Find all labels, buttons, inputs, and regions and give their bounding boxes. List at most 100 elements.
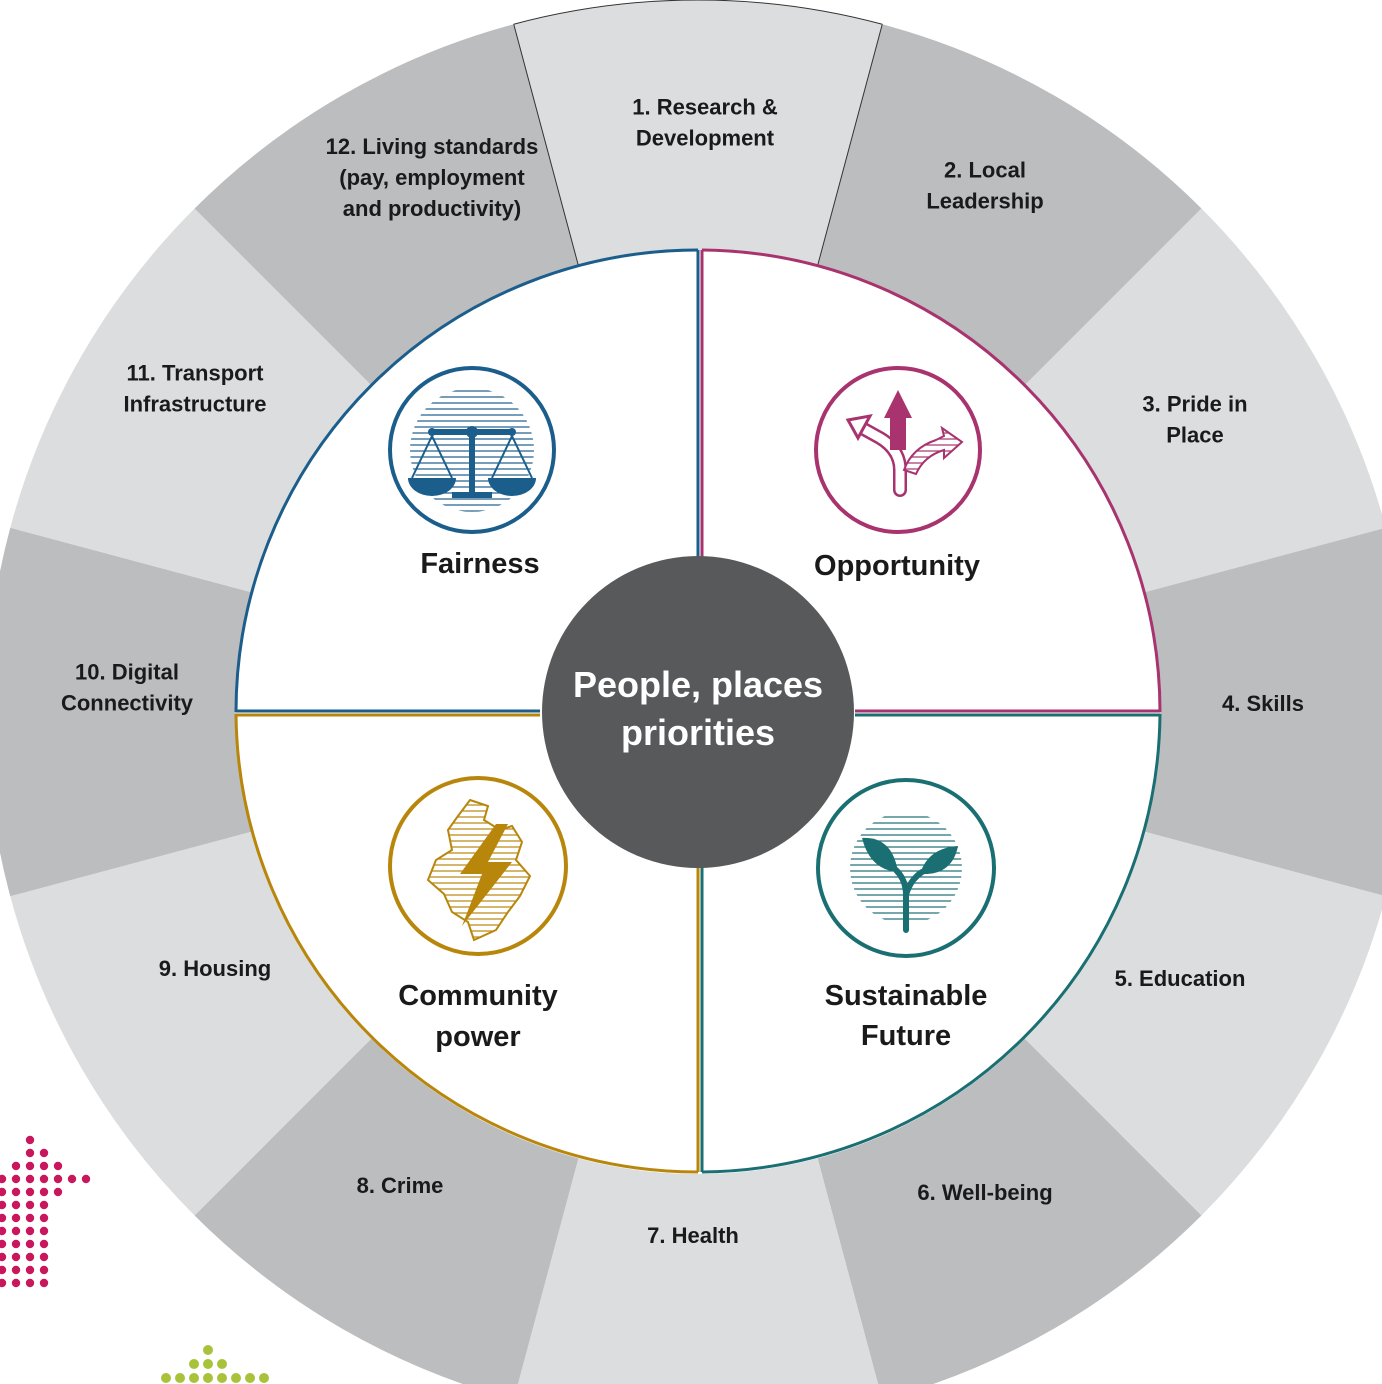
opportunity-arc: [701, 248, 1162, 713]
center-circle: [542, 556, 854, 868]
segment-label-12-line1: 12. Living standards: [326, 134, 539, 159]
segment-label-1-line1: 1. Research &: [632, 95, 778, 120]
pink-dot: [0, 1213, 7, 1223]
pink-dot: [11, 1213, 21, 1223]
outer-ring-labels: 1. Research & Development 2. LocalLeadersh…: [61, 95, 1304, 1249]
pink-dot: [39, 1200, 49, 1210]
decorative-green-dots: [161, 1345, 269, 1383]
ring-segment-2: [817, 24, 1202, 386]
pink-dot: [39, 1239, 49, 1249]
pink-dot: [25, 1135, 35, 1145]
pink-dot: [0, 1226, 7, 1236]
ring-segment-8: [194, 1038, 579, 1384]
quadrant-label-sustainable-line2: Future: [861, 1020, 951, 1052]
pink-dot: [11, 1278, 21, 1288]
pink-dot: [25, 1187, 35, 1197]
segment-1-edge-1: [513, 24, 579, 266]
quadrant-label-community-line2: power: [435, 1021, 520, 1053]
pink-dot: [39, 1174, 49, 1184]
pink-dot: [39, 1278, 49, 1288]
pink-dot: [11, 1265, 21, 1275]
green-dot: [161, 1373, 171, 1383]
ring-segment-5: [1024, 831, 1382, 1216]
decorative-pink-dots: [0, 1135, 91, 1288]
ring-segment-3: [1024, 208, 1382, 593]
segment-label-6-line1: 6. Well-being: [917, 1180, 1052, 1205]
pink-dot: [67, 1174, 77, 1184]
segment-label-12-line2: (pay, employment: [339, 165, 525, 190]
pink-dot: [0, 1187, 7, 1197]
pink-dot: [11, 1161, 21, 1171]
segment-label-7-line1: 7. Health: [647, 1223, 739, 1248]
scales-icon: [388, 366, 556, 534]
pink-dot: [39, 1213, 49, 1223]
segment-label-2-line2: Leadership: [926, 189, 1043, 214]
pink-dot: [25, 1252, 35, 1262]
segment-label-3-line1: 3. Pride in: [1142, 392, 1247, 417]
green-dot: [259, 1373, 269, 1383]
ring-segment-7: [517, 1158, 879, 1384]
ring-segment-6: [817, 1038, 1202, 1384]
pink-dot: [39, 1161, 49, 1171]
pink-dot: [25, 1174, 35, 1184]
green-dot: [189, 1373, 199, 1383]
branching-arrows-icon: [814, 366, 982, 534]
ring-segment-4: [1144, 528, 1382, 896]
pink-dot: [11, 1174, 21, 1184]
pink-dot: [0, 1174, 7, 1184]
green-dot: [203, 1359, 213, 1369]
segment-label-12-line3: and productivity): [343, 196, 521, 221]
pink-dot: [39, 1187, 49, 1197]
pink-dot: [0, 1265, 7, 1275]
seedling-icon: [816, 778, 996, 958]
pink-dot: [11, 1187, 21, 1197]
pink-dot: [0, 1239, 7, 1249]
pink-dot: [25, 1239, 35, 1249]
quadrant-label-fairness: Fairness: [420, 548, 539, 580]
segment-label-5-line1: 5. Education: [1115, 966, 1246, 991]
pink-dot: [39, 1252, 49, 1262]
pink-dot: [11, 1200, 21, 1210]
green-dot: [175, 1373, 185, 1383]
segment-label-4-line1: 4. Skills: [1222, 691, 1304, 716]
segment-label-8-line1: 8. Crime: [357, 1173, 444, 1198]
green-dot: [189, 1359, 199, 1369]
segment-label-11-line1: 11. Transport: [127, 361, 265, 386]
pink-dot: [81, 1174, 91, 1184]
pink-dot: [11, 1226, 21, 1236]
segment-label-3-line2: Place: [1166, 423, 1224, 448]
green-dot: [217, 1359, 227, 1369]
pink-dot: [11, 1252, 21, 1262]
pink-dot: [53, 1174, 63, 1184]
green-dot: [203, 1345, 213, 1355]
pink-dot: [0, 1200, 7, 1210]
lightning-map-icon: [388, 776, 568, 956]
center-label-line2: priorities: [621, 712, 775, 753]
ring-segment-12: [194, 24, 579, 386]
segment-1-rim: [513, 0, 883, 25]
pink-dot: [0, 1252, 7, 1262]
segment-label-2-line1: 2. Local: [944, 158, 1026, 183]
segment-label-1-line2: Development: [636, 126, 775, 151]
pink-dot: [25, 1213, 35, 1223]
ring-segment-11: [10, 208, 372, 593]
green-dot: [231, 1373, 241, 1383]
pink-dot: [25, 1278, 35, 1288]
quadrant-label-sustainable-line1: Sustainable: [825, 980, 988, 1012]
ring-segment-1: [513, 0, 883, 266]
segment-1-edge-2: [817, 24, 883, 266]
segment-label-11-line2: Infrastructure: [123, 392, 266, 417]
pink-dot: [25, 1226, 35, 1236]
segment-label-10-line2: Connectivity: [61, 691, 194, 716]
pink-dot: [39, 1148, 49, 1158]
ring-segment-9: [10, 831, 372, 1216]
green-dot: [203, 1373, 213, 1383]
quadrant-label-community-line1: Community: [398, 980, 558, 1012]
pink-dot: [39, 1226, 49, 1236]
pink-dot: [11, 1239, 21, 1249]
pink-dot: [25, 1148, 35, 1158]
pink-dot: [53, 1161, 63, 1171]
center-label-line1: People, places: [573, 664, 823, 705]
